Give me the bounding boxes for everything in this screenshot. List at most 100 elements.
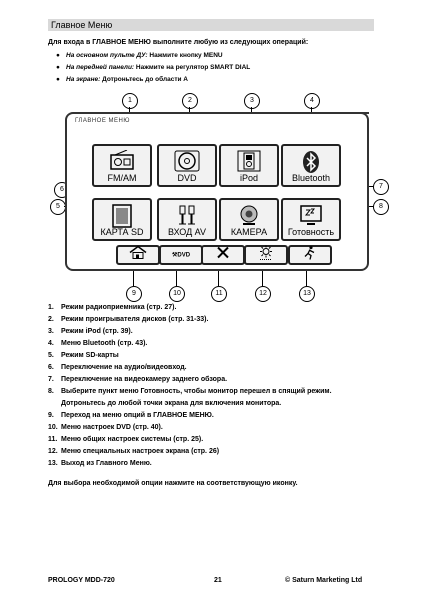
list-text: Режим проигрывателя дисков (стр. 31-33). <box>61 316 209 323</box>
list-text: Меню общих настроек системы (стр. 25). <box>61 436 204 443</box>
list-text: Переключение на аудио/видеовход. <box>61 364 187 371</box>
standby-label: Готовность <box>287 227 335 237</box>
list-text: Выберите пункт меню Готовность, чтобы мо… <box>61 388 332 395</box>
main-menu-panel: ГЛАВНОЕ МЕНЮ FM/AM DVD iPod Bluetooth <box>65 112 369 271</box>
callout-line <box>176 268 177 286</box>
dvd-label: DVD <box>177 173 197 183</box>
section-title: Главное Меню <box>51 20 113 30</box>
sd-card-button[interactable]: КАРТА SD <box>92 198 152 241</box>
bluetooth-button[interactable]: Bluetooth <box>281 144 341 187</box>
bullet-mark: ● <box>56 52 60 59</box>
standby-button[interactable]: Готовность <box>281 198 341 241</box>
footer-copyright: © Saturn Marketing Ltd <box>285 577 363 584</box>
disc-icon <box>174 150 200 177</box>
list-text: Меню настроек DVD (стр. 40). <box>61 424 163 431</box>
list-number: 2. <box>48 316 54 323</box>
bullet-prefix: На основном пульте ДУ: <box>66 52 148 59</box>
bluetooth-label: Bluetooth <box>291 173 331 183</box>
list-text: Выход из Главного Меню. <box>61 460 152 467</box>
list-item: 9. Переход на меню опций в ГЛАВНОЕ МЕНЮ. <box>48 412 214 419</box>
bullet-text: Нажмите на регулятор SMART DIAL <box>135 64 251 71</box>
list-item: 2. Режим проигрывателя дисков (стр. 31-33… <box>48 316 208 323</box>
section-header: Главное Меню <box>48 19 374 31</box>
list-item: 12.Меню специальных настроек экрана (стр… <box>48 448 219 455</box>
callout-9: 9 <box>126 286 142 302</box>
list-number: 13. <box>48 460 58 467</box>
callout-line <box>306 268 307 286</box>
bluetooth-icon <box>301 150 321 179</box>
callout-11: 11 <box>211 286 227 302</box>
list-number: 5. <box>48 352 54 359</box>
list-number: 11. <box>48 436 58 443</box>
general-settings-button[interactable] <box>201 245 245 265</box>
main-menu-figure: 1 2 3 4 6 5 7 8 9 10 11 12 13 ГЛАВНОЕ МЕ… <box>48 88 389 302</box>
list-item: 6. Переключение на аудио/видеовход. <box>48 364 187 371</box>
list-text: Дотроньтесь до любой точки экрана для вк… <box>61 400 282 407</box>
callout-line <box>133 268 134 286</box>
callout-2: 2 <box>182 93 198 109</box>
list-text: Режим iPod (стр. 39). <box>61 328 133 335</box>
dvd-settings-text: DVD <box>177 252 191 259</box>
fm-am-button[interactable]: FM/AM <box>92 144 152 187</box>
list-number: 1. <box>48 304 54 311</box>
sd-card-label: КАРТА SD <box>100 227 144 237</box>
list-number: 4. <box>48 340 54 347</box>
display-settings-icon <box>258 245 274 266</box>
tools-icon <box>215 245 231 266</box>
dvd-settings-button[interactable]: ⚒DVD <box>159 245 203 265</box>
callout-10: 10 <box>169 286 185 302</box>
list-item: 7.Переключение на видеокамеру заднего об… <box>48 376 227 383</box>
list-item: 13.Выход из Главного Меню. <box>48 460 152 467</box>
list-item: 5. Режим SD-карты <box>48 352 119 359</box>
list-text: Режим SD-карты <box>61 352 119 359</box>
exit-button[interactable] <box>288 245 332 265</box>
list-number: 12. <box>48 448 58 455</box>
bullet-mark: ● <box>56 64 60 71</box>
list-number: 10. <box>48 424 58 431</box>
dvd-settings-icon: ⚒DVD <box>171 252 191 259</box>
list-text: Меню специальных настроек экрана (стр. 2… <box>61 448 220 455</box>
list-text: Переход на меню опций в ГЛАВНОЕ МЕНЮ. <box>61 412 214 419</box>
list-number: 6. <box>48 364 54 371</box>
camera-button[interactable]: КАМЕРА <box>219 198 279 241</box>
bullet-front-panel: ●На передней панели: Нажмите на регулято… <box>56 64 250 71</box>
home-settings-button[interactable] <box>116 245 160 265</box>
bullet-text: Дотроньтесь до области А <box>102 76 188 83</box>
camera-label: КАМЕРА <box>230 227 268 237</box>
bullet-prefix: На экране: <box>66 76 101 83</box>
exit-icon <box>302 245 318 266</box>
camera-icon <box>236 204 262 233</box>
list-item: 4.Меню Bluetooth (стр. 43). <box>48 340 147 347</box>
sd-card-icon <box>111 204 133 233</box>
av-input-icon <box>174 204 200 233</box>
list-item: 10.Меню настроек DVD (стр. 40). <box>48 424 163 431</box>
ipod-button[interactable]: iPod <box>219 144 279 187</box>
callout-3: 3 <box>244 93 260 109</box>
list-number: 9. <box>48 412 54 419</box>
bullet-screen: ● На экране: Дотроньтесь до области А <box>56 76 188 83</box>
panel-tab-edge <box>209 112 369 124</box>
display-settings-button[interactable] <box>244 245 288 265</box>
list-number: 8. <box>48 388 54 395</box>
callout-4: 4 <box>304 93 320 109</box>
list-item: 1. Режим радиоприемника (стр. 27). <box>48 304 176 311</box>
ipod-icon <box>236 150 262 177</box>
list-item: 11.Меню общих настроек системы (стр. 25)… <box>48 436 203 443</box>
standby-icon <box>297 204 325 233</box>
list-text: Режим радиоприемника (стр. 27). <box>61 304 177 311</box>
callout-line <box>218 268 219 286</box>
footer-page-number: 21 <box>214 577 222 584</box>
home-settings-icon <box>128 245 148 265</box>
list-item: 3. Режим iPod (стр. 39). <box>48 328 133 335</box>
bullet-mark: ● <box>56 76 60 83</box>
radio-icon <box>109 149 135 175</box>
dvd-button[interactable]: DVD <box>157 144 217 187</box>
footer-model: PROLOGY MDD-720 <box>48 577 115 584</box>
list-text: Переключение на видеокамеру заднего обзо… <box>61 376 228 383</box>
callout-line <box>262 268 263 286</box>
callout-1: 1 <box>122 93 138 109</box>
callout-7: 7 <box>373 179 389 195</box>
list-number: 3. <box>48 328 54 335</box>
intro-text: Для входа в ГЛАВНОЕ МЕНЮ выполните любую… <box>48 39 309 46</box>
av-input-button[interactable]: ВХОД AV <box>157 198 217 241</box>
